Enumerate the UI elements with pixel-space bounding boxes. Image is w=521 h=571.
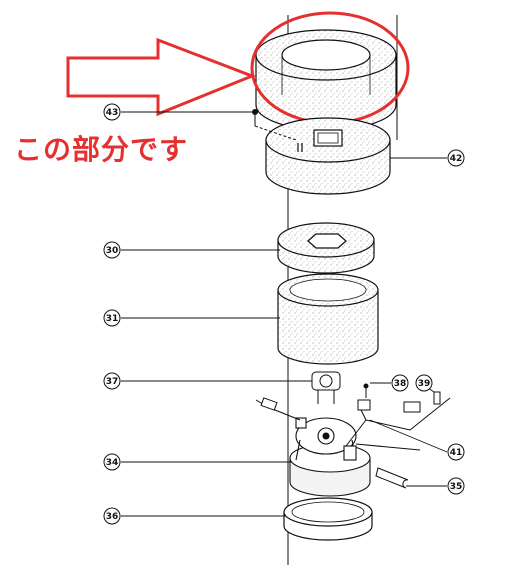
leader-lines bbox=[121, 111, 448, 517]
cylinder-part-31 bbox=[277, 273, 379, 365]
callout-42-label: 42 bbox=[450, 154, 463, 164]
callout-30-label: 30 bbox=[106, 246, 119, 256]
callout-37: 37 bbox=[103, 372, 121, 390]
motor-part-34 bbox=[289, 417, 371, 497]
top-ring-part bbox=[255, 29, 397, 131]
callout-39: 39 bbox=[415, 374, 433, 392]
callout-31-label: 31 bbox=[106, 314, 119, 324]
wiring-harness bbox=[255, 383, 451, 489]
callout-41: 41 bbox=[447, 443, 465, 461]
bracket-part-37 bbox=[311, 371, 341, 404]
base-ring-part-36 bbox=[283, 497, 373, 541]
callout-42: 42 bbox=[447, 149, 465, 167]
callout-43-label: 43 bbox=[106, 108, 119, 118]
callout-34-label: 34 bbox=[106, 458, 119, 468]
callout-39-label: 39 bbox=[418, 379, 431, 389]
callout-30: 30 bbox=[103, 241, 121, 259]
callout-35: 35 bbox=[447, 477, 465, 495]
annotation-text: この部分です bbox=[14, 133, 189, 166]
callout-43: 43 bbox=[103, 103, 121, 121]
callout-35-label: 35 bbox=[450, 482, 463, 492]
callout-38: 38 bbox=[391, 374, 409, 392]
callout-38-label: 38 bbox=[394, 379, 407, 389]
disk-part-30 bbox=[277, 222, 375, 274]
callout-37-label: 37 bbox=[106, 377, 119, 387]
callout-36-label: 36 bbox=[106, 512, 119, 522]
callout-36: 36 bbox=[103, 507, 121, 525]
pointer-arrow bbox=[66, 37, 257, 117]
callout-34: 34 bbox=[103, 453, 121, 471]
callout-41-label: 41 bbox=[450, 448, 463, 458]
housing-part-42 bbox=[265, 117, 391, 195]
screw-part-43 bbox=[252, 109, 297, 141]
callout-31: 31 bbox=[103, 309, 121, 327]
